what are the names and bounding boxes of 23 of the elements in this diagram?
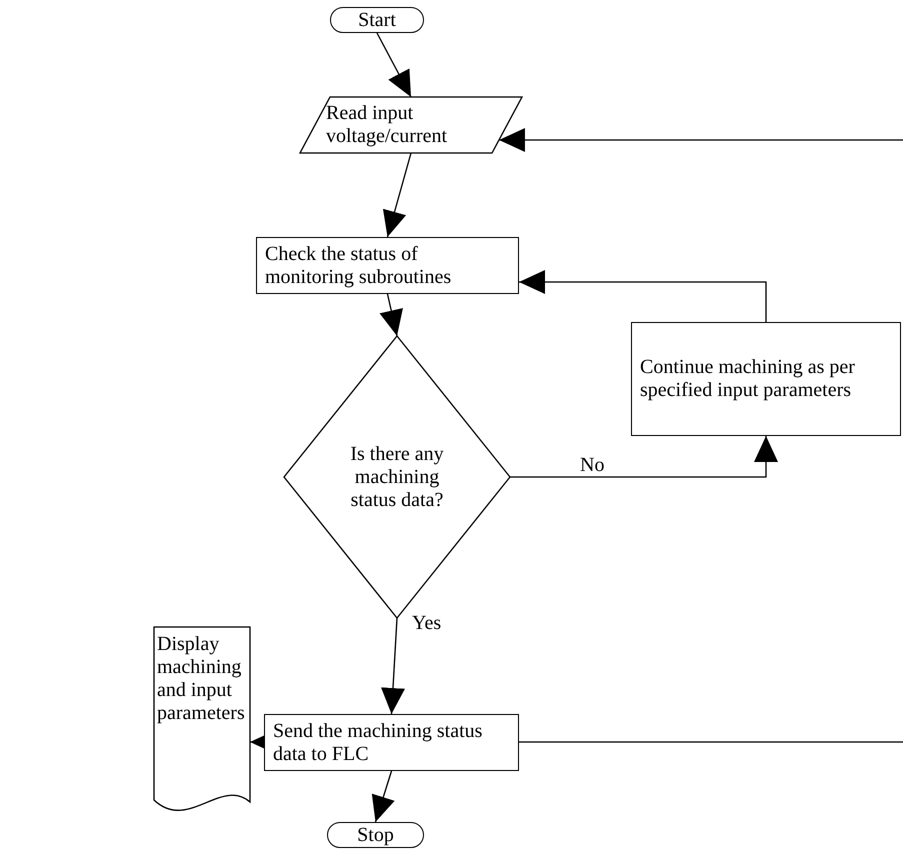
node-text: Send the machining status data to FLC [273,720,484,766]
arrow [498,128,903,152]
connector-line [519,741,903,743]
node-text: Display machining and input parameters [157,633,246,725]
terminal [330,7,424,33]
node-text: Start [358,8,396,32]
arrow [380,294,403,336]
arrow [382,152,412,238]
node-text: Is there any machining status data? [349,442,445,512]
arrow [510,436,778,478]
arrow [519,270,767,322]
arrow [381,618,405,714]
arrow [372,770,395,822]
process-box [264,714,519,771]
input-output-parallelogram [300,97,522,153]
arrow [376,32,412,98]
node-text: Continue machining as per specified input parameters [640,356,856,402]
process-box [256,237,519,294]
node-text: Check the status of monitoring subroutines [265,242,452,288]
node-text: Stop [357,824,394,846]
node-text: Read input voltage/current [326,102,448,148]
process-box [631,322,901,436]
terminal [327,822,424,848]
